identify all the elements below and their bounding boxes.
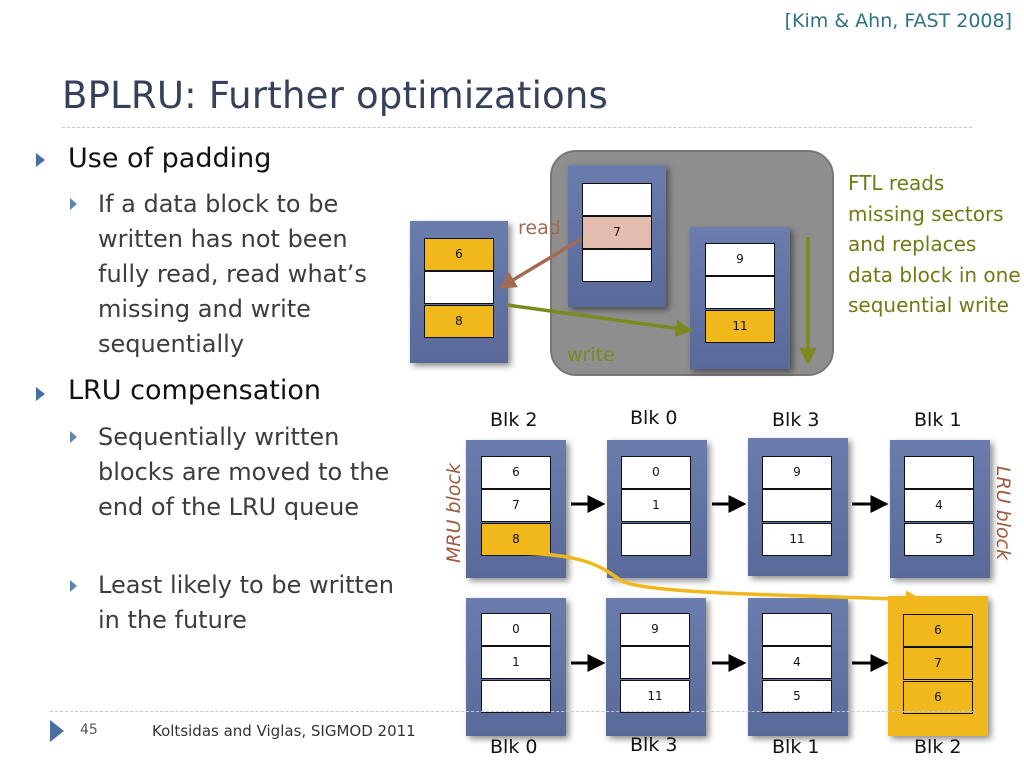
block-cell: 0 bbox=[621, 456, 691, 489]
blk-label: Blk 1 bbox=[914, 409, 962, 431]
footer-divider bbox=[50, 711, 975, 712]
write-block-cell bbox=[705, 276, 775, 309]
read-block-cell bbox=[582, 249, 652, 282]
write-block-cell: 11 bbox=[705, 310, 775, 343]
footer-source: Koltsidas and Viglas, SIGMOD 2011 bbox=[152, 722, 416, 740]
block-cell: 5 bbox=[904, 523, 974, 556]
block-cell: 9 bbox=[762, 456, 832, 489]
buffer-cell: 6 bbox=[424, 238, 494, 271]
lru-block-blk0: 0 1 bbox=[607, 440, 707, 578]
lru-block-blk3: 9 11 bbox=[748, 438, 848, 576]
block-cell: 1 bbox=[621, 489, 691, 522]
ftl-note: FTL reads missing sectors and replaces d… bbox=[848, 171, 1021, 317]
blk-label: Blk 3 bbox=[772, 409, 820, 431]
blk-label: Blk 2 bbox=[490, 409, 538, 431]
blk-label: Blk 0 bbox=[630, 407, 678, 429]
bullet-arrow-icon bbox=[36, 153, 45, 167]
read-block-cell bbox=[582, 183, 652, 216]
buffer-cell: 8 bbox=[424, 305, 494, 338]
relocation-arrow bbox=[509, 551, 924, 609]
lru-block-blk1-after: 4 5 bbox=[748, 598, 848, 736]
block-cell: 6 bbox=[903, 614, 973, 647]
block-cell: 11 bbox=[620, 680, 690, 713]
write-label: write bbox=[567, 344, 615, 366]
block-cell bbox=[904, 456, 974, 489]
bullet-arrow-icon bbox=[36, 387, 45, 401]
buffer-block: 6 8 bbox=[410, 221, 508, 363]
block-cell: 8 bbox=[481, 523, 551, 556]
block-cell: 11 bbox=[762, 523, 832, 556]
block-cell: 6 bbox=[481, 456, 551, 489]
lru-block-blk1: 4 5 bbox=[890, 440, 990, 578]
slide-title: BPLRU: Further optimizations bbox=[62, 74, 609, 117]
read-label: read bbox=[518, 217, 561, 239]
sub-bullet-least-likely: Least likely to be written in the future bbox=[98, 571, 394, 634]
footer-arrow-icon bbox=[50, 720, 64, 742]
blk-label: Blk 2 bbox=[914, 736, 962, 758]
block-cell bbox=[621, 523, 691, 556]
write-block-cell: 9 bbox=[705, 243, 775, 276]
sub-bullet-arrow-icon bbox=[70, 431, 77, 443]
lru-block-blk2-after: 6 7 6 bbox=[888, 596, 988, 736]
block-cell bbox=[762, 489, 832, 522]
page-number: 45 bbox=[80, 722, 98, 738]
block-cell: 1 bbox=[481, 646, 551, 679]
bullet-lru-compensation: LRU compensation bbox=[68, 375, 322, 406]
block-cell: 4 bbox=[904, 489, 974, 522]
lru-block-blk0-after: 0 1 bbox=[466, 598, 566, 736]
read-block-cell: 7 bbox=[582, 216, 652, 249]
block-cell: 7 bbox=[481, 489, 551, 522]
sub-bullet-sequential: Sequentially written blocks are moved to… bbox=[98, 423, 390, 521]
block-cell: 4 bbox=[762, 646, 832, 679]
block-cell bbox=[620, 646, 690, 679]
blk-label: Blk 1 bbox=[772, 736, 820, 758]
block-cell: 7 bbox=[903, 647, 973, 680]
block-cell: 5 bbox=[762, 680, 832, 713]
write-arrow bbox=[506, 303, 694, 337]
citation: [Kim & Ahn, FAST 2008] bbox=[784, 10, 1012, 32]
block-cell bbox=[481, 680, 551, 713]
sub-bullet-arrow-icon bbox=[70, 198, 77, 210]
sub-bullet-padding: If a data block to be written has not be… bbox=[98, 190, 367, 358]
block-cell: 6 bbox=[903, 681, 973, 714]
buffer-cell bbox=[424, 271, 494, 304]
flash-block-read: 7 bbox=[568, 165, 666, 307]
lru-block-blk3-after: 9 11 bbox=[606, 598, 706, 736]
flash-block-write: 9 11 bbox=[690, 227, 790, 369]
bullet-use-of-padding: Use of padding bbox=[68, 143, 272, 174]
sub-bullet-arrow-icon bbox=[70, 580, 77, 592]
read-arrow bbox=[498, 237, 582, 289]
block-cell: 9 bbox=[620, 613, 690, 646]
blk-label: Blk 0 bbox=[490, 736, 538, 758]
block-cell: 0 bbox=[481, 613, 551, 646]
blk-label: Blk 3 bbox=[630, 734, 678, 756]
title-divider bbox=[62, 127, 972, 128]
block-cell bbox=[762, 613, 832, 646]
